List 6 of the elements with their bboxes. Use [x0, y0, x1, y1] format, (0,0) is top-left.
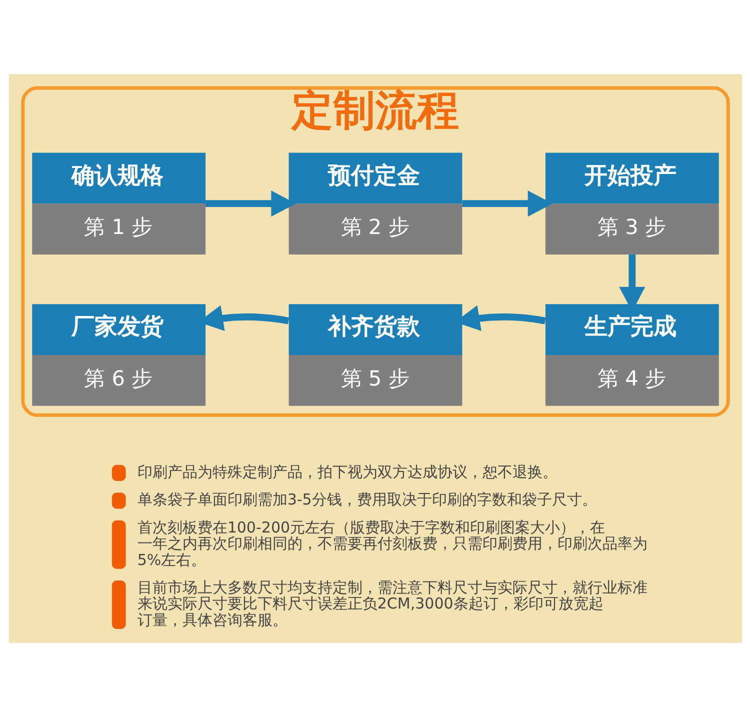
label: 目前市场上大多数尺寸均支持定制，需注意下料尺寸与实际尺寸，就行业标准来说实际尺寸要比下料尺寸误差正负2CM,3000条起订，彩印可放宽起订量，具体咨询客服。 — [136, 578, 647, 629]
arrow — [462, 190, 552, 217]
label: 首次刻板费在100-200元左右（版费取决于字数和印刷图案大小），在一年之内再次印刷相同的，不需要再付刻板费，只需印刷费用，印刷次品率为5%左右。 — [136, 518, 647, 569]
label: 单条袋子单面印刷需加3-5分钱，费用取决于印刷的字数和袋子尺寸。 — [136, 490, 596, 509]
label: 印刷产品为特殊定制产品，拍下视为双方达成协议，恕不退换。 — [136, 462, 557, 481]
arrow — [205, 190, 296, 217]
